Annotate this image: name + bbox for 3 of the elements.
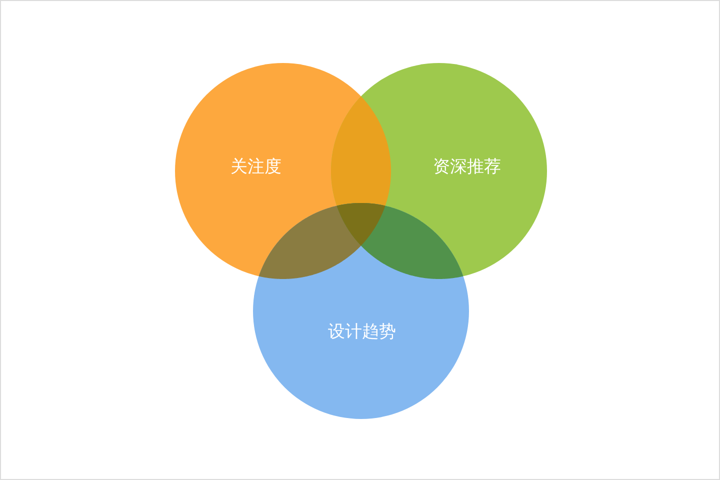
circle-label: 设计趋势: [328, 323, 396, 343]
circle-label: 资深推荐: [433, 158, 501, 178]
circle-label: 关注度: [230, 158, 282, 178]
